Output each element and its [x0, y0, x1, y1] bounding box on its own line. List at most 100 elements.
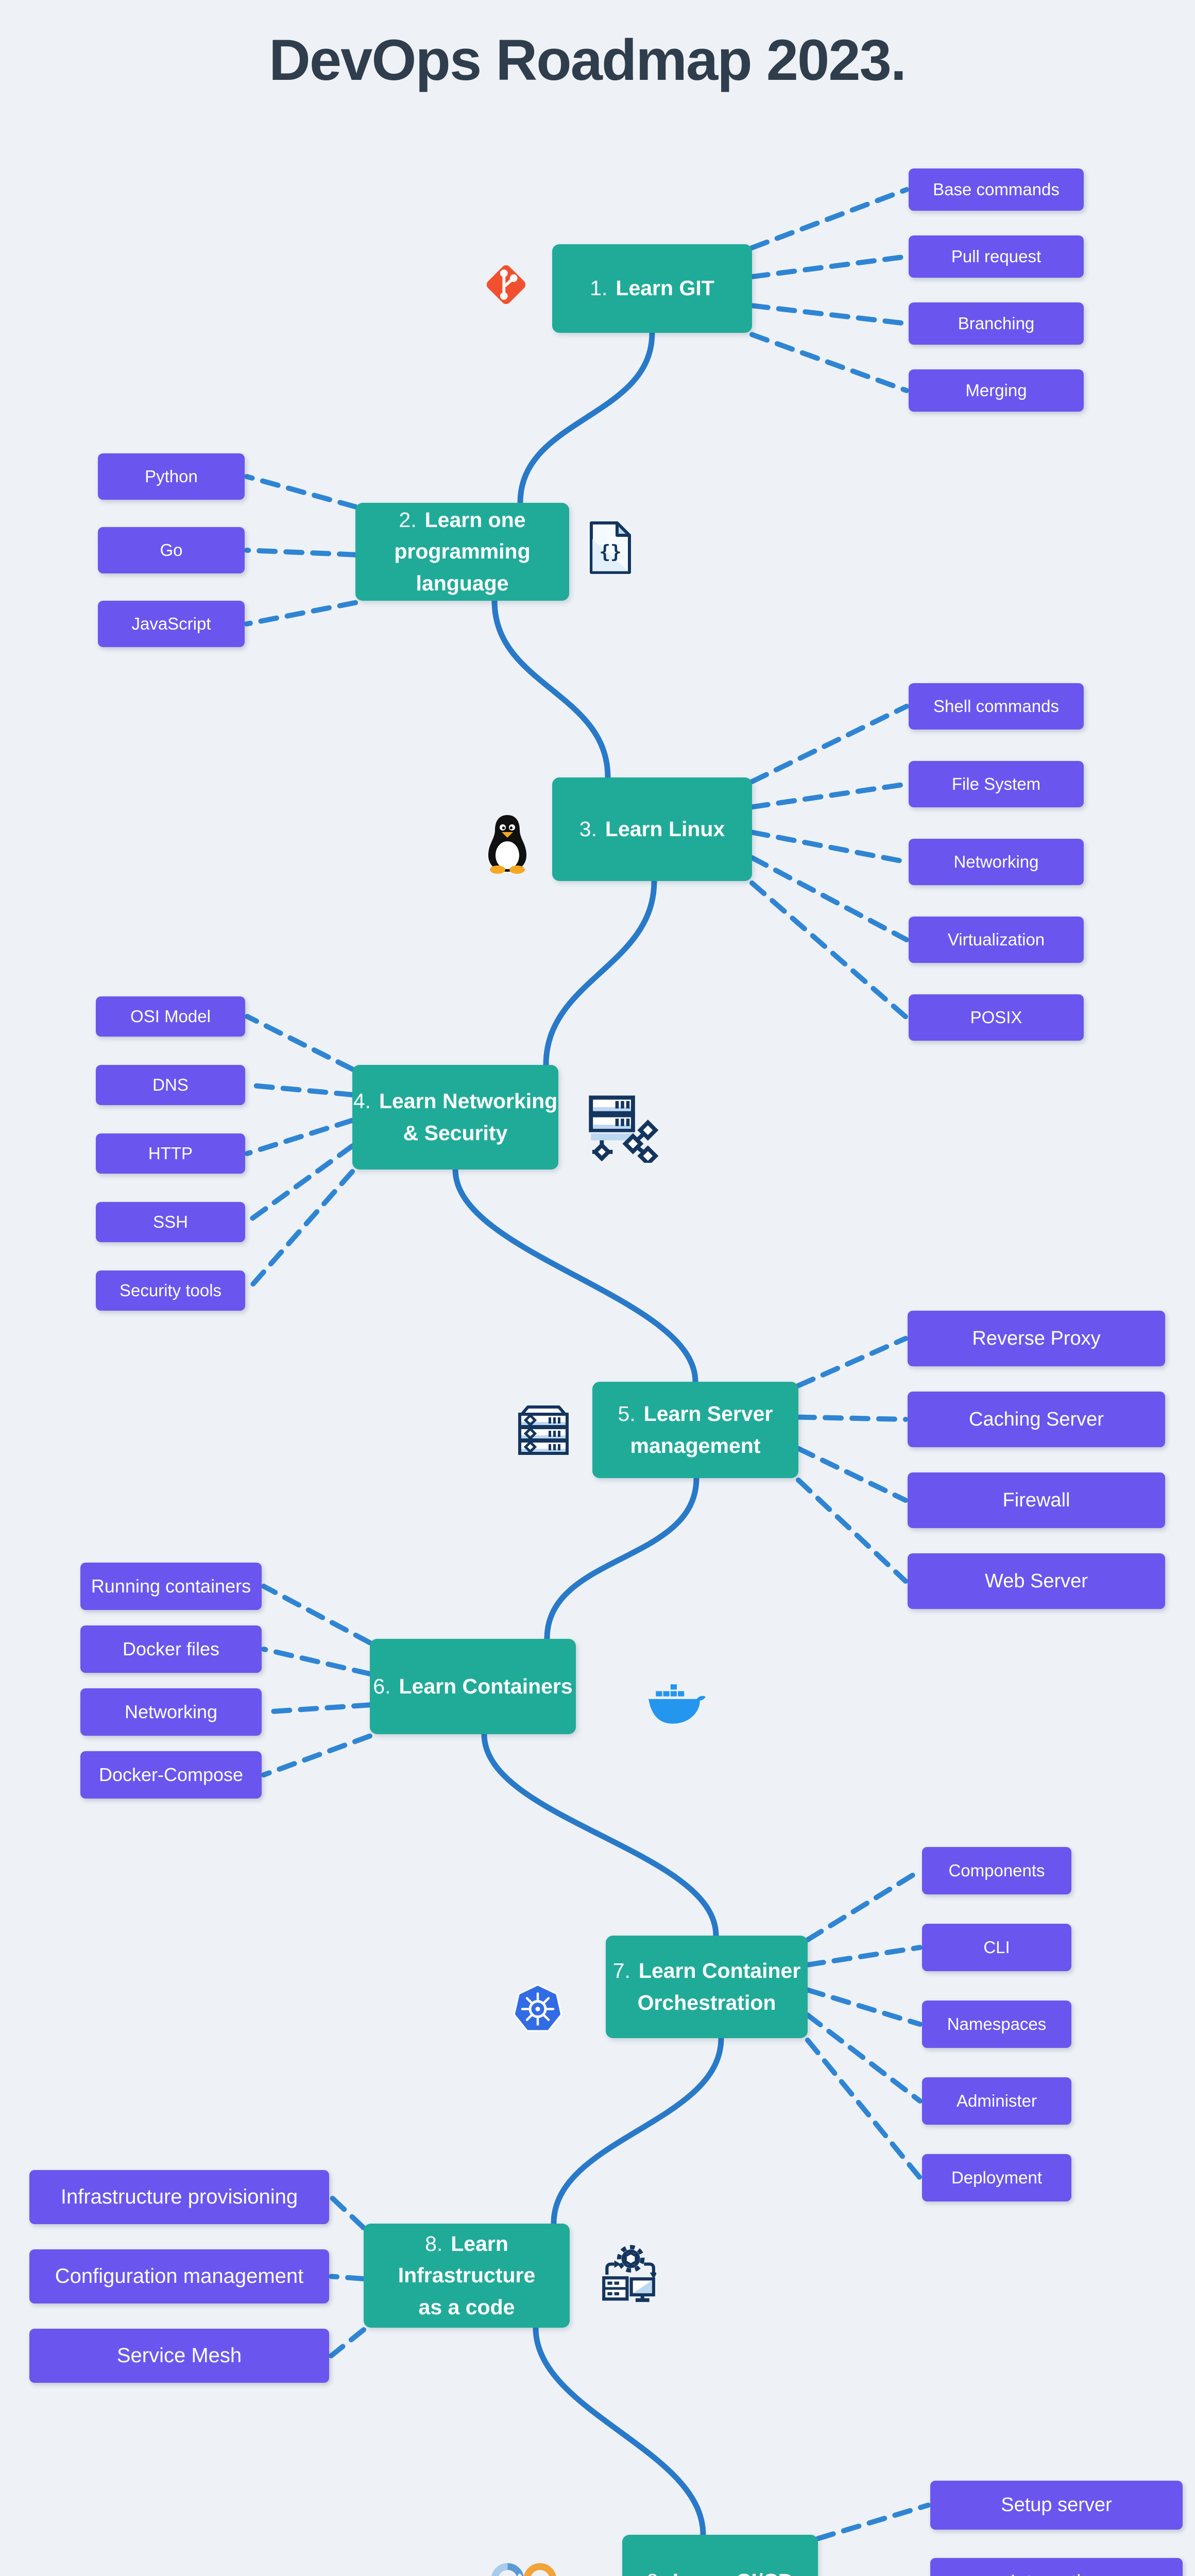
step-title: as a code	[418, 2295, 515, 2319]
topic-box: Networking	[909, 839, 1084, 885]
dashed-connector	[244, 600, 358, 626]
step-title: language	[416, 571, 509, 595]
topic-label: Reverse Proxy	[972, 1327, 1101, 1349]
step-number: 2.	[399, 507, 417, 532]
linux-tux-icon	[482, 811, 533, 874]
dashed-connector	[796, 1446, 908, 1503]
topic-label: Virtualization	[947, 930, 1045, 949]
topic-box: Configuration management	[29, 2249, 329, 2303]
step-title: programming	[394, 539, 531, 564]
step-node-9: 9.Learn CI/CD	[622, 2535, 818, 2576]
dashed-connector	[244, 548, 358, 557]
topic-box: Docker files	[80, 1625, 262, 1673]
dashed-connector	[749, 704, 909, 785]
dashed-connector	[329, 2327, 366, 2359]
dashed-connector	[749, 303, 909, 326]
step-number: 6.	[373, 1674, 391, 1698]
topic-label: Shell commands	[933, 697, 1059, 716]
step-node-2: 2. Learn one programming language	[355, 503, 569, 601]
topic-box: Service Mesh	[29, 2329, 329, 2383]
topic-box: Web Server	[908, 1553, 1165, 1609]
step-title: Orchestration	[637, 1990, 776, 2014]
dashed-connector	[796, 1477, 908, 1584]
topic-label: Firewall	[1002, 1489, 1070, 1511]
step-title-line: 4.Learn Networking	[353, 1086, 557, 1117]
step-title-line: 5.Learn Server	[618, 1398, 773, 1430]
topic-box: Setup server	[930, 2481, 1183, 2530]
topic-box: Virtualization	[909, 917, 1084, 963]
topic-box: Running containers	[80, 1563, 262, 1610]
topic-label: Administer	[957, 2091, 1037, 2110]
dashed-connector	[805, 1945, 923, 1968]
step-title: Learn one	[424, 507, 526, 532]
topic-label: Branching	[958, 314, 1035, 333]
dashed-connector	[749, 782, 909, 810]
topic-label: Base commands	[933, 180, 1060, 199]
devops-loop-icon	[488, 2556, 560, 2576]
topic-box: Infrastructure provisioning	[29, 2170, 329, 2224]
topic-label: DNS	[152, 1075, 189, 1094]
step-title-line: 3.Learn Linux	[579, 814, 725, 845]
topic-label: HTTP	[148, 1144, 193, 1163]
dashed-connector	[749, 855, 909, 942]
topic-box: Administer	[922, 2077, 1071, 2125]
topic-box: Components	[922, 1847, 1071, 1894]
step-title: Learn Containers	[399, 1674, 573, 1698]
topic-box: POSIX	[909, 994, 1084, 1041]
dashed-connector	[244, 474, 358, 510]
topic-label: Docker files	[122, 1638, 220, 1659]
step-title: & Security	[403, 1121, 508, 1145]
topic-box: HTTP	[96, 1133, 245, 1174]
step-number: 7.	[612, 1959, 630, 1982]
dashed-connector	[796, 1336, 908, 1388]
topic-label: Service Mesh	[116, 2344, 242, 2367]
step-title: Learn Container	[638, 1959, 801, 1982]
topic-label: OSI Model	[130, 1007, 211, 1026]
dashed-connector	[245, 1169, 355, 1293]
topic-label: Go	[160, 540, 183, 560]
network-security-icon	[588, 1095, 670, 1163]
topic-label: JavaScript	[131, 614, 211, 633]
step-title: management	[630, 1433, 761, 1458]
kubernetes-icon	[512, 1981, 564, 2035]
step-node-3: 3.Learn Linux	[552, 777, 752, 881]
step-title-line: management	[630, 1430, 761, 1462]
step-title: Learn GIT	[616, 276, 714, 300]
dashed-connector	[261, 1647, 372, 1676]
dashed-connector	[245, 1082, 355, 1097]
server-rack-icon	[515, 1404, 572, 1455]
step-title-line: Infrastructure	[398, 2260, 536, 2292]
topic-box: Docker-Compose	[80, 1751, 262, 1799]
topic-box: Go	[98, 527, 245, 573]
dashed-connector	[329, 2274, 366, 2282]
step-title: Learn Server	[643, 1402, 773, 1426]
git-icon	[479, 258, 533, 312]
step-title-line: as a code	[419, 2292, 515, 2324]
step-node-6: 6. Learn Containers	[370, 1639, 576, 1734]
topic-label: Python	[145, 467, 198, 486]
topic-box: OSI Model	[96, 996, 245, 1037]
step-node-1: 1.Learn GIT	[552, 244, 752, 333]
topic-box: Namespaces	[922, 2001, 1071, 2048]
step-title-line: programming	[394, 536, 530, 568]
dashed-connector	[805, 1868, 923, 1942]
topic-label: File System	[951, 774, 1041, 793]
topic-box: Security tools	[96, 1270, 245, 1311]
topic-label: SSH	[153, 1212, 188, 1231]
topic-label: Integration	[1010, 2571, 1103, 2576]
topic-label: Running containers	[91, 1575, 251, 1597]
topic-box: Deployment	[922, 2154, 1071, 2201]
topic-label: Caching Server	[969, 1408, 1104, 1430]
step-title: Infrastructure	[398, 2263, 536, 2287]
step-title-line: language	[416, 568, 509, 600]
topic-box: Branching	[909, 302, 1084, 345]
dashed-connector	[261, 1702, 372, 1715]
step-title: Learn CI/CD	[673, 2566, 794, 2576]
topic-box: Base commands	[909, 168, 1084, 211]
topic-label: Merging	[965, 381, 1027, 400]
step-title-line: 1.Learn GIT	[590, 273, 714, 304]
dashed-connector	[261, 1584, 372, 1646]
step-title-line: 6. Learn Containers	[373, 1671, 572, 1703]
